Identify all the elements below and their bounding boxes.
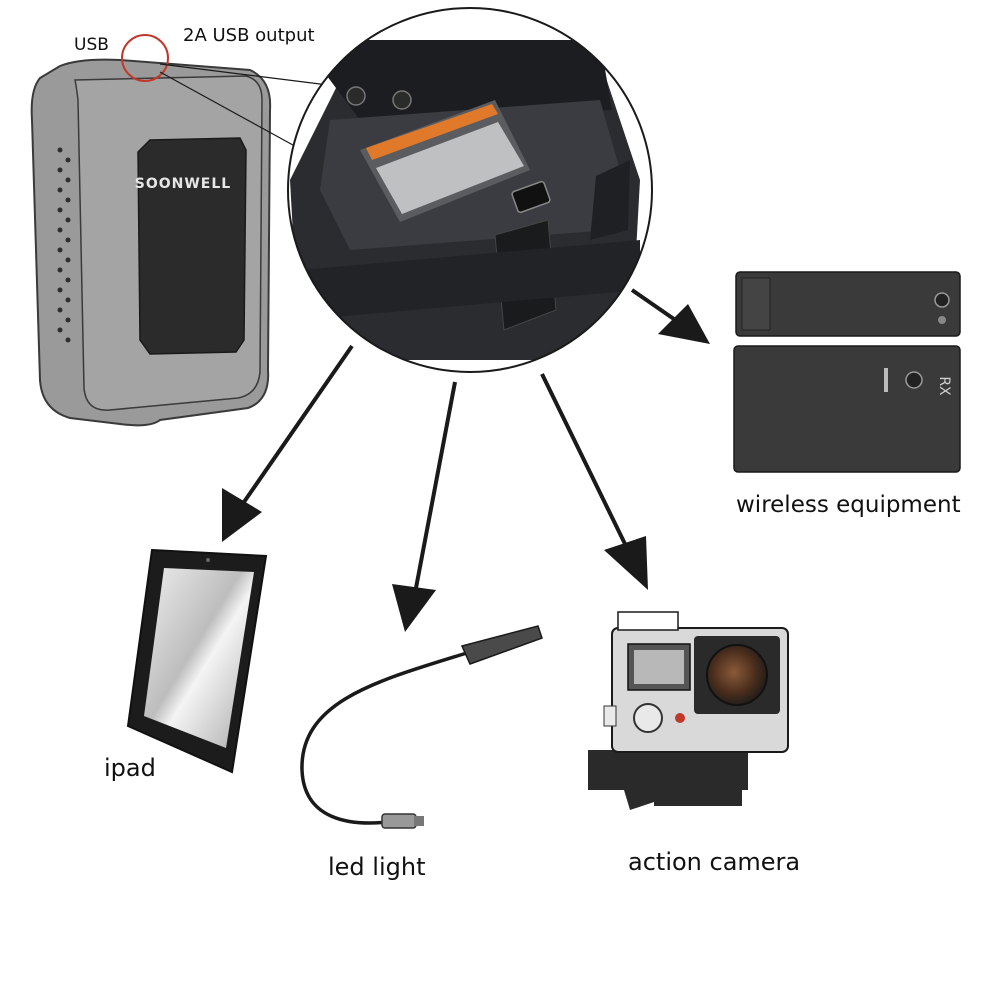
battery-illustration: SOONWELL [30,34,337,427]
label-ipad: ipad [104,754,156,782]
label-2a-usb-output: 2A USB output [183,25,315,46]
label-led-light: led light [328,853,426,881]
label-wireless-equipment: wireless equipment [736,492,961,518]
wireless-transmitter [735,271,961,337]
arrow-to-action-camera [540,373,648,590]
action-camera-illustration [588,611,789,810]
usb-port-closeup [287,7,653,373]
led-light-illustration [300,625,543,829]
wireless-receiver [733,345,961,473]
usb-highlight-circle [121,34,169,82]
arrow-to-led-light [392,381,457,632]
label-usb: USB [74,35,109,55]
brand-logo: SOONWELL [135,176,231,192]
arrow-to-wireless [630,288,710,344]
arrows [222,288,710,632]
receiver-rx-text: RX [936,376,952,396]
arrow-to-ipad [222,344,354,542]
wireless-equipment: RX [733,271,961,473]
usb-port [511,180,551,214]
ipad-illustration [126,548,268,774]
label-action-camera: action camera [628,848,801,876]
battery-vent-holes [57,147,71,343]
battery-logo-plate [137,137,247,355]
